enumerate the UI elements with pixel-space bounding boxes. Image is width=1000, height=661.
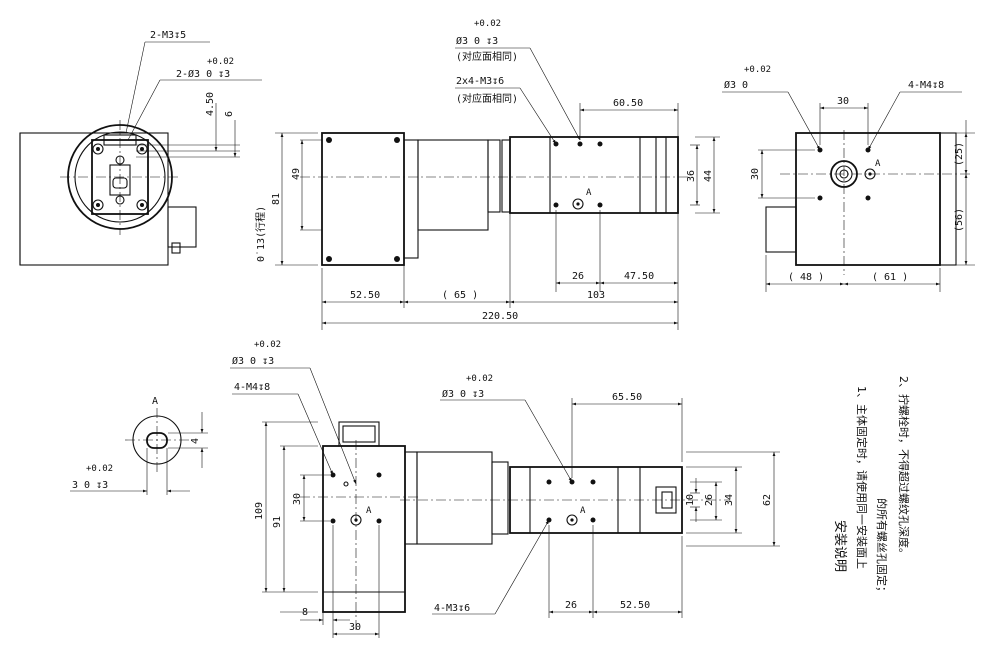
tc-dim-52-50: 52.50	[350, 290, 380, 301]
tc-dim-49: 49	[291, 168, 302, 180]
tc-dim-60-50: 60.50	[613, 98, 643, 109]
tc-dim-36: 36	[686, 170, 697, 182]
tr-pin-callout: Ø3 0	[724, 79, 748, 91]
tr-dim-25: (25)	[954, 142, 965, 166]
bc-dim-10: 10	[685, 494, 696, 506]
tl-callout-thread: 2-M3↧5	[150, 30, 186, 41]
bl-pin-tol: +0.02	[254, 340, 281, 350]
tc-dim-44: 44	[703, 170, 714, 182]
notes-line-3: 2、拧螺栓时，不得超过螺纹孔深度。	[897, 376, 911, 559]
tc-dim-stroke: 0˙13(行程)	[254, 206, 267, 262]
bc-thread-callout: 4-M3↧6	[434, 603, 470, 614]
bl-dim-91: 91	[272, 516, 283, 528]
detail-a-label: A	[152, 396, 158, 407]
detail-a-dim-4: 4	[190, 438, 201, 444]
detail-a-pin-tol: +0.02	[86, 464, 113, 474]
bc-dim-34: 34	[724, 494, 735, 506]
tr-dim-30v: 30	[750, 168, 761, 180]
bc-pin-callout: Ø3 0 ↧3	[442, 388, 484, 400]
tl-callout-pin: 2-Ø3 0 ↧3	[176, 68, 230, 80]
bc-pin-tol: +0.02	[466, 374, 493, 384]
top-left-end-view: 2-M3↧5 +0.02 2-Ø3 0 ↧3 4.50 6	[19, 30, 262, 266]
tr-dim-30h: 30	[837, 96, 849, 107]
tl-dim-6: 6	[224, 111, 235, 117]
bc-dim-65-50: 65.50	[612, 392, 642, 403]
bl-thread-callout: 4-M4↧8	[234, 382, 270, 393]
tr-dim-61: ( 61 )	[872, 272, 908, 283]
bc-dim-52-50: 52.50	[620, 600, 650, 611]
installation-notes: 安装说明 1、主体固定时，请使用同一安装面上 的所有螺丝孔固定； 2、拧螺栓时，…	[832, 376, 911, 597]
tr-dim-56: (56)	[954, 208, 965, 232]
tc-dim-47-50: 47.50	[624, 271, 654, 282]
bl-dim-8: 8	[302, 607, 308, 618]
tc-thread-same: (对应面相同)	[456, 92, 518, 105]
tr-pin-tol: +0.02	[744, 65, 771, 75]
tr-dim-48: ( 48 )	[788, 272, 824, 283]
bc-mark-a: A	[580, 506, 586, 516]
bc-dim-26v: 26	[704, 494, 715, 506]
tc-mark-a: A	[586, 188, 592, 198]
tr-thread-callout: 4-M4↧8	[908, 80, 944, 91]
tc-thread-callout: 2x4-M3↧6	[456, 76, 504, 87]
tc-pin-same: (对应面相同)	[456, 50, 518, 63]
tc-pin-tol: +0.02	[474, 19, 501, 29]
top-right-end-view: +0.02 Ø3 0 4-M4↧8 30 30 A (25) (56) ( 48…	[722, 65, 975, 292]
tl-callout-pin-tol: +0.02	[207, 57, 234, 67]
notes-title: 安装说明	[832, 520, 847, 572]
bl-pin-callout: Ø3 0 ↧3	[232, 355, 274, 367]
top-center-side-view: +0.02 Ø3 0 ↧3 (对应面相同) 2x4-M3↧6 (对应面相同) 8…	[254, 19, 720, 330]
tr-mark-a: A	[875, 159, 881, 169]
bottom-center-top-view: +0.02 Ø3 0 ↧3 65.50 10 26 34 62 A 4-M3↧6…	[400, 374, 780, 618]
bl-dim-109: 109	[254, 502, 265, 520]
bl-mark-a: A	[366, 506, 372, 516]
tc-dim-103: 103	[587, 290, 605, 301]
bc-dim-62: 62	[762, 494, 773, 506]
bl-dim-30v: 30	[292, 493, 303, 505]
notes-line-2: 的所有螺丝孔固定；	[875, 498, 889, 597]
tc-dim-220-50: 220.50	[482, 311, 518, 322]
notes-line-1: 1、主体固定时，请使用同一安装面上	[855, 386, 869, 569]
detail-a-pin-callout: 3 0 ↧3	[72, 480, 108, 491]
bc-dim-26h: 26	[565, 600, 577, 611]
tc-dim-26: 26	[572, 271, 584, 282]
bl-dim-30h: 30	[349, 622, 361, 633]
tc-pin-callout: Ø3 0 ↧3	[456, 35, 498, 47]
tc-dim-81: 81	[271, 193, 282, 205]
tl-dim-4-50: 4.50	[205, 92, 216, 116]
tc-dim-65: ( 65 )	[442, 290, 478, 301]
detail-a: A 4 +0.02 3 0 ↧3	[70, 396, 208, 495]
bottom-left-end-view: +0.02 Ø3 0 ↧3 4-M4↧8 109 91 30 A 8 30	[230, 340, 420, 638]
